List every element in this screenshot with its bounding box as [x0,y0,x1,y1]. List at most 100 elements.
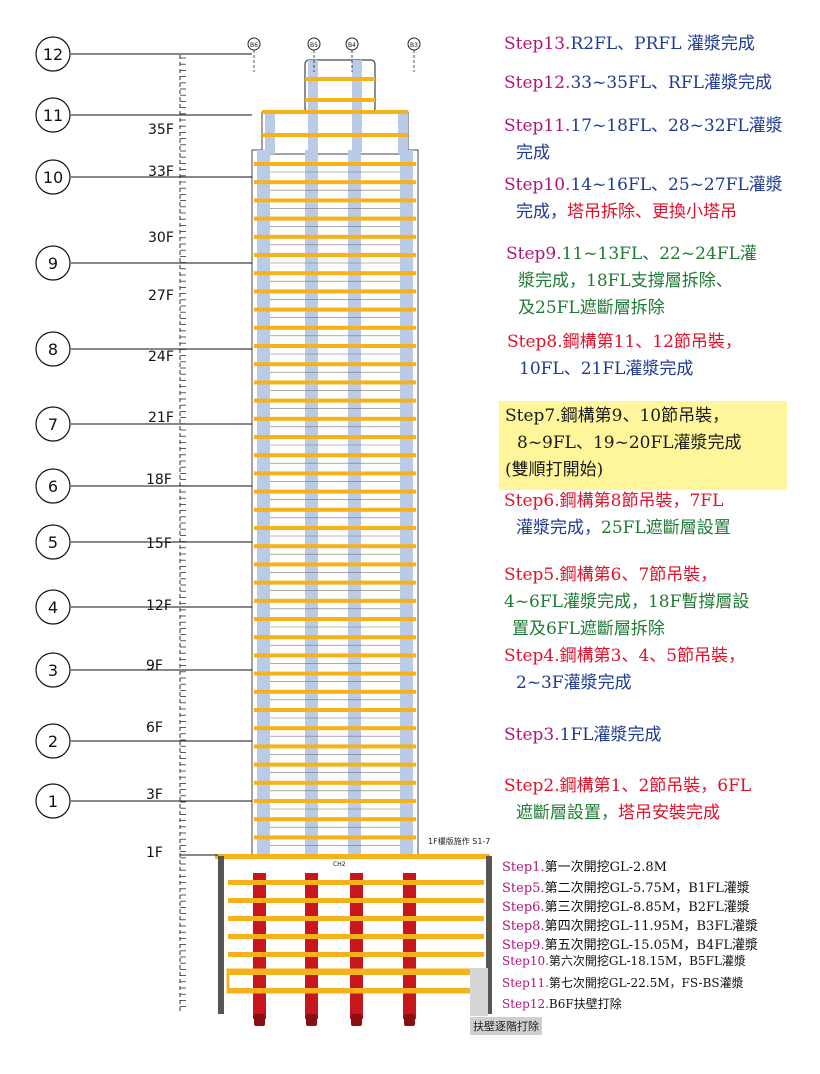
step-number: 5 [48,533,58,552]
floor-beam [254,435,416,439]
step-number: 9 [48,254,58,273]
step-circle [35,524,71,560]
step-number: 8 [48,340,58,359]
step10-note: Step10.14~16FL、25~27FL灌漿 完成，塔吊拆除、更換小塔吊 [504,175,783,222]
step-circle [35,159,71,195]
floor-beam [254,380,416,385]
floor-beam [254,289,416,294]
floor-beam [254,580,416,585]
basement-slab [228,952,484,957]
crown-column [352,60,362,152]
floor-beam [254,562,416,567]
floor-beam [254,817,416,822]
floor-beam [254,526,416,530]
step12-note: Step12.33~35FL、RFL灌漿完成 [504,73,772,93]
pile-base [306,1014,317,1026]
excavation-step9: Step9.第五次開挖GL-15.05M，B4FL灌漿 [502,938,758,953]
excavation-step12: Step12.B6F扶壁打除 [502,997,622,1011]
floor-label: 12F [146,598,172,614]
step6-note: Step6.鋼構第8節吊裝，7FL 灌漿完成，25FL遮斷層設置 [504,491,731,538]
floor-beam [254,325,416,330]
steel-pile [253,873,266,1019]
step-circle [35,783,71,819]
floor-beam [254,362,416,367]
floor-beam [254,780,416,785]
step-circle [35,589,71,625]
excavation-step6: Step6.第三次開挖GL-8.85M，B2FL灌漿 [502,900,750,915]
diaphragm-wall-right [486,856,492,1014]
crown-column [308,60,318,152]
basement-slab [228,934,484,939]
step3-note: Step3.1FL灌漿完成 [504,725,662,745]
column-tag: CH2 [333,861,346,868]
floor-beam [254,671,416,676]
step-circle [35,468,71,504]
floor-beam [254,471,416,476]
basement-slab [228,916,484,921]
step2-note: Step2.鋼構第1、2節吊裝，6FL 遮斷層設置，塔吊安裝完成 [504,776,752,823]
buttress-block [470,968,488,1016]
floor-label: 1F [146,845,163,861]
step-number: 11 [43,106,63,125]
floor-beam [254,180,416,185]
floor-beam [254,489,416,494]
step-number: 1 [48,792,58,811]
floor-beam [254,726,416,731]
pile-base [254,1014,265,1026]
excavation-step11: Step11.第七次開挖GL-22.5M，FS-BS灌漿 [502,976,744,990]
basement-slab [228,970,484,975]
floor-beam [254,762,416,767]
grid-label: B3 [410,42,418,49]
floor-beam [254,544,416,549]
floor-label: 9F [146,658,163,674]
floor-beam [254,344,416,348]
floor-beam [254,799,416,803]
step-number: 7 [48,415,58,434]
step-circle [35,36,71,72]
grid-label: B4 [348,42,356,49]
step-circle [35,245,71,281]
floor-beam [254,453,416,458]
floor-label: 24F [148,349,174,365]
step-number: 12 [43,45,63,64]
tower-outline [251,149,419,857]
step5-note: Step5.鋼構第6、7節吊裝， 4~6FL灌漿完成，18F暫撐層設 置及6FL… [504,565,750,639]
floor-label: 6F [146,720,163,736]
floor-label: 33F [148,164,174,180]
basement-slab [228,898,484,903]
ground-slab [215,854,490,859]
pile-base [351,1014,362,1026]
floor-beam [254,689,416,694]
step9-note: Step9.11~13FL、22~24FL灌 漿完成，18FL支撐層拆除、 及2… [506,244,757,318]
floor-beam [254,617,416,621]
floor-label: 30F [148,230,174,246]
step-circle [35,723,71,759]
floor-beam [254,234,416,239]
floor-beam [254,198,416,203]
step-circle [35,406,71,442]
step-circle [35,331,71,367]
floor-beam [254,416,416,421]
floor-beam [254,307,416,312]
step4-note: Step4.鋼構第3、4、5節吊裝， 2~3F灌漿完成 [504,646,746,693]
steel-pile [350,873,363,1019]
excavation-step10: Step10.第六次開挖GL-18.15M，B5FL灌漿 [502,954,746,968]
floor-label: 3F [146,787,163,803]
step8-note: Step8.鋼構第11、12節吊裝， 10FL、21FL灌漿完成 [507,332,742,379]
step7-note-highlighted: Step7.鋼構第9、10節吊裝， 8~9FL、19~20FL灌漿完成 (雙順打… [499,401,787,490]
floor-beam [254,744,416,749]
floor-label: 21F [148,410,174,426]
floor-beam [254,598,416,603]
grid-label: B6 [250,42,258,49]
step-number: 2 [48,732,58,751]
floor-beam [254,162,416,166]
steel-pile [403,873,416,1019]
floor-beam [254,253,416,257]
step-number: 10 [43,168,63,187]
step-circle [35,97,71,133]
crown-beam [305,98,375,102]
floor-label: 27F [148,288,174,304]
basement-slab [228,880,484,885]
